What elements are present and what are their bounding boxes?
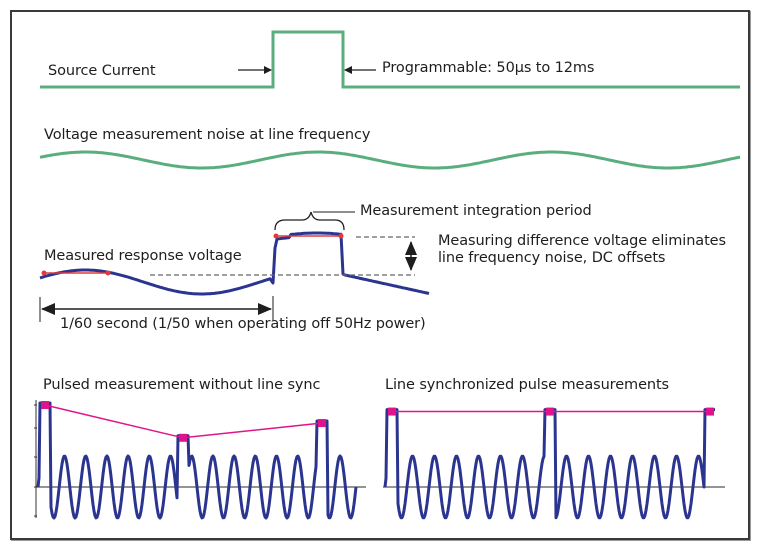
programmable-label: Programmable: 50µs to 12ms — [382, 60, 595, 76]
sample-trend-line — [44, 404, 323, 439]
diagram-frame — [10, 10, 750, 540]
integration-period-label: Measurement integration period — [360, 203, 592, 219]
unsynced-title: Pulsed measurement without line sync — [43, 377, 321, 393]
unsynced-panel — [34, 400, 366, 520]
difference-label-line2: line frequency noise, DC offsets — [438, 250, 666, 266]
sample-point-marker — [546, 407, 554, 416]
pulse-sample-end — [338, 233, 344, 239]
difference-label-line1: Measuring difference voltage eliminates — [438, 233, 726, 249]
pulsed-response-waveform — [383, 408, 716, 520]
baseline-sample-end — [105, 270, 111, 276]
sample-point-marker — [388, 407, 396, 416]
synced-panel — [383, 407, 725, 520]
measured-response-waveform — [39, 231, 430, 296]
baseline-sample-start — [41, 270, 47, 276]
period-label: 1/60 second (1/50 when operating off 50H… — [60, 316, 426, 332]
sample-point-marker — [179, 433, 187, 442]
integration-period-brace — [274, 211, 345, 231]
sample-point-marker — [706, 407, 714, 416]
pulsed-response-waveform — [36, 401, 358, 520]
noise-label: Voltage measurement noise at line freque… — [44, 127, 371, 143]
line-noise-waveform — [39, 150, 741, 170]
sample-point-marker — [41, 401, 49, 409]
sample-point-marker — [318, 419, 326, 428]
pulse-sample-start — [273, 233, 279, 239]
synced-title: Line synchronized pulse measurements — [385, 377, 670, 393]
source-current-label: Source Current — [48, 63, 156, 79]
measured-response-label: Measured response voltage — [44, 248, 242, 264]
source-current-waveform — [40, 30, 740, 89]
